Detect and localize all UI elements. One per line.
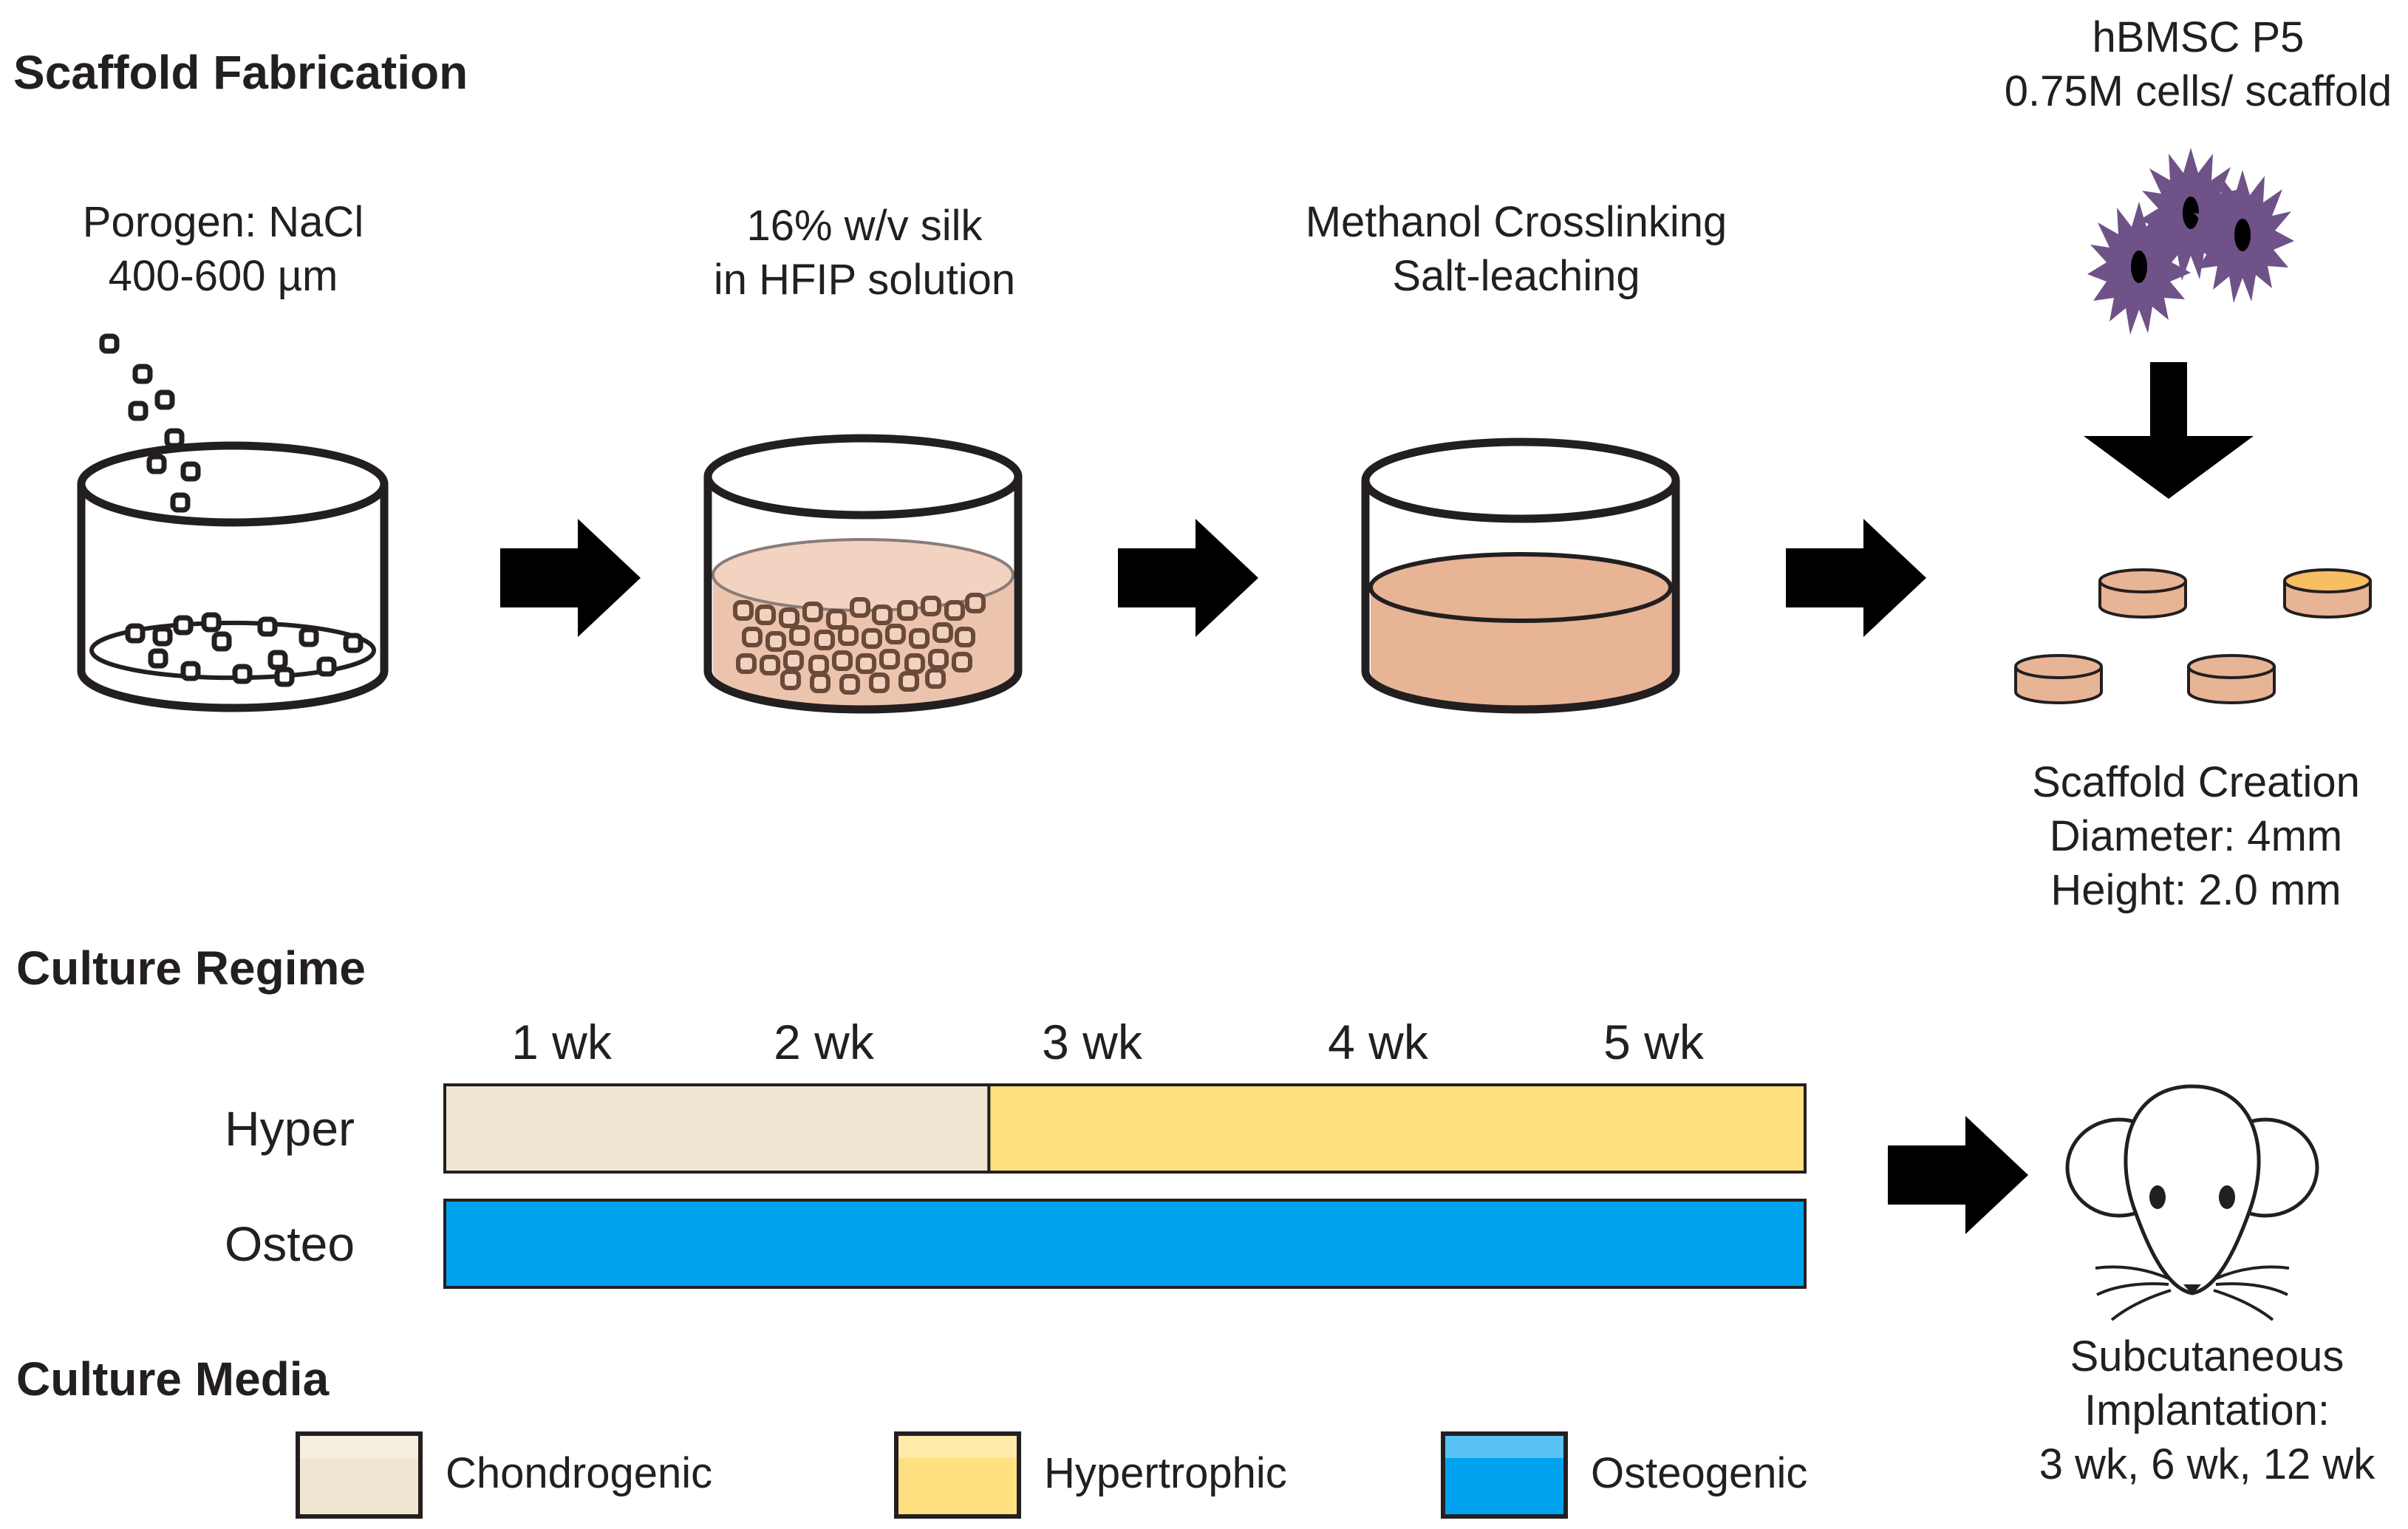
regime-row-label-hyper: Hyper [225,1101,355,1156]
implant-label-line2: Implantation: [2084,1386,2330,1434]
media-legend: Chondrogenic Hypertrophic Osteogenic [296,1431,1807,1519]
legend-swatch-chondrogenic [296,1431,423,1519]
week-label-3: 3 wk [1042,1015,1143,1069]
arrow-down-icon [2084,362,2254,499]
legend-label-hypertrophic: Hypertrophic [1044,1449,1287,1497]
legend-item-chondrogenic: Chondrogenic [296,1431,712,1519]
hbmsc-cells-icon [2087,148,2294,335]
mouse-icon [2065,1084,2319,1321]
week-label-2: 2 wk [774,1015,875,1069]
week-label-1: 1 wk [511,1015,613,1069]
heading-culture-media: Culture Media [16,1352,330,1406]
methanol-label-line1: Methanol Crosslinking [1306,198,1727,246]
regime-row-label-osteo: Osteo [225,1216,355,1271]
legend-label-osteogenic: Osteogenic [1591,1449,1807,1497]
arrow-step2-icon [1118,519,1258,637]
scaffold-label-line1: Scaffold Creation [2032,758,2360,806]
legend-label-chondrogenic: Chondrogenic [446,1449,712,1497]
legend-item-hypertrophic: Hypertrophic [894,1431,1287,1519]
heading-scaffold-fabrication: Scaffold Fabrication [13,46,468,99]
week-labels: 1 wk 2 wk 3 wk 4 wk 5 wk [511,1015,1705,1069]
cells-label-line2: 0.75M cells/ scaffold [2005,67,2392,115]
scaffold-label-line2: Diameter: 4mm [2050,812,2342,860]
regime-bar-osteo-osteogenic [443,1199,1807,1289]
regime-bar-hyper-chondrogenic [443,1083,991,1174]
porogen-label-line2: 400-600 µm [109,252,338,300]
silk-label-line1: 16% w/v silk [746,202,983,250]
methanol-label-line2: Salt-leaching [1392,252,1640,300]
week-label-5: 5 wk [1603,1015,1705,1069]
cells-label-line1: hBMSC P5 [2092,13,2305,61]
week-label-4: 4 wk [1328,1015,1429,1069]
legend-swatch-hypertrophic [894,1431,1021,1519]
arrow-step3-icon [1786,519,1926,637]
scaffold-discs-icon [2014,568,2372,704]
legend-item-osteogenic: Osteogenic [1441,1431,1807,1519]
arrow-step1-icon [500,519,641,637]
beaker-porogen-icon [77,336,389,712]
implant-label-line1: Subcutaneous [2070,1332,2344,1380]
beaker-methanol-icon [1361,437,1680,714]
scaffold-label-line3: Height: 2.0 mm [2050,866,2341,914]
arrow-implant-icon [1888,1116,2028,1234]
regime-bar-hyper-hypertrophic [987,1083,1807,1174]
implant-label-line3: 3 wk, 6 wk, 12 wk [2039,1440,2375,1488]
porogen-label-line1: Porogen: NaCl [83,198,364,246]
legend-swatch-osteogenic [1441,1431,1568,1519]
legend-swatch-highlight [1445,1436,1563,1458]
legend-swatch-highlight [898,1436,1017,1458]
legend-swatch-highlight [300,1436,418,1458]
beaker-silk-icon [703,434,1023,714]
heading-culture-regime: Culture Regime [16,941,366,995]
silk-label-line2: in HFIP solution [714,256,1015,304]
